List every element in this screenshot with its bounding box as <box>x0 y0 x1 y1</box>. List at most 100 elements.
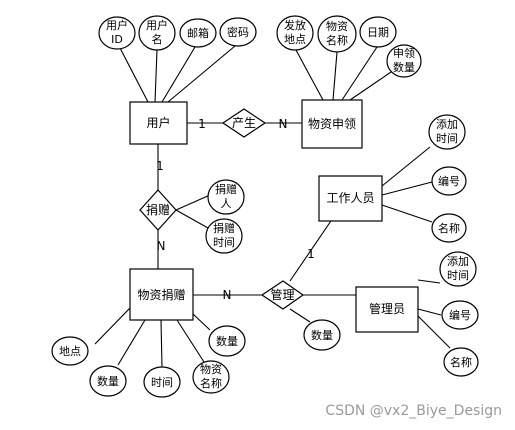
entity-material-application-label: 物资申领 <box>308 117 356 131</box>
entity-user-label: 用户 <box>146 115 170 130</box>
attribute-user-name-line1: 用户 <box>146 18 168 32</box>
attribute-email: 邮箱 <box>179 18 217 48</box>
attribute-admin-add-time: 添加 时间 <box>439 251 477 287</box>
attribute-donor-line1: 捐赠 <box>215 182 237 196</box>
attribute-user-id-line2: ID <box>111 33 123 46</box>
attribute-donation-quantity-label: 数量 <box>97 375 119 388</box>
cardinality-donation-manage: N <box>223 288 232 302</box>
line-password-user <box>167 45 236 103</box>
line-donation-matname <box>176 319 205 363</box>
attribute-manage-quantity: 数量 <box>303 319 341 351</box>
attribute-material-name-don-line1: 物资 <box>200 362 222 376</box>
line-matname-app <box>332 51 338 101</box>
cardinality-worker-manage: 1 <box>307 247 315 261</box>
line-manage-qty <box>289 308 311 323</box>
attribute-apply-quantity-line2: 数量 <box>393 61 415 74</box>
line-admin-addtime <box>417 279 441 284</box>
relationship-manage: 管理 <box>260 280 305 310</box>
attribute-donor-line2: 人 <box>221 197 232 210</box>
line-donation-qty <box>117 319 146 366</box>
attribute-worker-number: 编号 <box>431 166 467 196</box>
attribute-apply-quantity: 申领 数量 <box>386 44 422 78</box>
attribute-donation-count: 数量 <box>208 325 246 357</box>
entity-worker-label: 工作人员 <box>326 191 374 205</box>
line-donate-donatetime <box>175 209 209 229</box>
relationship-donate-label: 捐赠 <box>146 203 170 217</box>
attribute-admin-name: 名称 <box>443 347 479 377</box>
attribute-location: 地点 <box>51 336 89 366</box>
attribute-worker-number-label: 编号 <box>438 174 460 188</box>
attribute-issue-location-line1: 发放 <box>284 18 306 32</box>
cardinality-user-produce: 1 <box>198 117 206 131</box>
attribute-donate-time-line1: 捐赠 <box>213 221 235 235</box>
attribute-email-label: 邮箱 <box>187 26 209 40</box>
attribute-date-label: 日期 <box>367 26 389 39</box>
attribute-admin-name-label: 名称 <box>450 355 472 369</box>
attribute-time-label: 时间 <box>151 376 173 389</box>
line-worker-name <box>381 204 433 223</box>
attribute-material-name-app: 物资 名称 <box>317 15 357 53</box>
attribute-location-label: 地点 <box>59 345 81 358</box>
attribute-time: 时间 <box>143 366 181 398</box>
line-date-app <box>341 46 378 101</box>
line-admin-name <box>417 315 451 349</box>
attribute-issue-location-line2: 地点 <box>284 33 306 46</box>
attribute-admin-add-time-line2: 时间 <box>447 269 469 282</box>
attribute-donor: 捐赠 人 <box>207 179 245 215</box>
cardinality-user-donate: 1 <box>156 159 164 173</box>
entity-material-application: 物资申领 <box>301 99 363 149</box>
line-issueloc-app <box>295 49 324 101</box>
attribute-apply-quantity-line1: 申领 <box>393 47 415 60</box>
line-email-user <box>161 46 196 103</box>
attribute-worker-name: 名称 <box>431 213 467 243</box>
attribute-issue-location: 发放 地点 <box>276 15 314 51</box>
attribute-admin-number-label: 编号 <box>449 308 471 322</box>
attribute-manage-quantity-label: 数量 <box>311 329 333 342</box>
attribute-donation-quantity: 数量 <box>89 365 127 397</box>
cardinality-produce-app: N <box>279 117 288 131</box>
line-userid-user <box>119 47 149 103</box>
attribute-material-name-app-line2: 名称 <box>326 33 348 47</box>
attribute-date: 日期 <box>359 16 397 48</box>
relationship-manage-label: 管理 <box>270 287 294 302</box>
attribute-worker-add-time: 添加 时间 <box>428 114 466 150</box>
attribute-user-name-line2: 名 <box>152 32 163 46</box>
attribute-password: 密码 <box>219 17 257 47</box>
attribute-user-id-line1: 用户 <box>106 18 128 32</box>
entity-material-donation: 物资捐赠 <box>129 268 194 321</box>
cardinality-donate-donation: N <box>157 239 166 253</box>
attribute-worker-add-time-line1: 添加 <box>436 117 458 131</box>
relationship-produce-label: 产生 <box>232 116 256 130</box>
attribute-material-name-app-line1: 物资 <box>326 19 348 33</box>
line-manage-worker <box>289 214 336 282</box>
line-donate-donor <box>175 194 211 211</box>
attribute-donate-time: 捐赠 时间 <box>205 218 243 254</box>
entity-user: 用户 <box>129 101 188 145</box>
connector-lines <box>94 45 451 368</box>
relationship-donate: 捐赠 <box>139 189 177 231</box>
watermark: CSDN @vx2_Biye_Design <box>325 403 502 419</box>
entity-administrator-label: 管理员 <box>369 301 405 316</box>
attribute-admin-add-time-line1: 添加 <box>447 254 469 268</box>
entity-administrator: 管理员 <box>355 286 419 333</box>
line-worker-number <box>381 181 433 196</box>
attribute-worker-add-time-line2: 时间 <box>436 132 458 145</box>
attribute-password-label: 密码 <box>227 25 249 39</box>
attribute-donate-time-line2: 时间 <box>213 236 235 249</box>
attribute-material-name-don-line2: 名称 <box>200 376 222 390</box>
line-applyqty-app <box>349 69 395 101</box>
relationship-produce: 产生 <box>221 108 267 138</box>
attribute-user-name: 用户 名 <box>138 15 176 51</box>
attribute-donation-count-label: 数量 <box>216 335 238 348</box>
attribute-admin-number: 编号 <box>441 300 479 330</box>
line-worker-addtime <box>381 146 431 187</box>
line-admin-number <box>417 308 442 316</box>
attribute-worker-name-label: 名称 <box>438 221 460 235</box>
line-donation-count <box>192 313 211 331</box>
attribute-user-id: 用户 ID <box>98 16 136 50</box>
line-donation-location <box>94 307 131 345</box>
entity-material-donation-label: 物资捐赠 <box>137 288 185 302</box>
line-donation-time <box>160 319 163 368</box>
line-username-user <box>154 49 158 103</box>
